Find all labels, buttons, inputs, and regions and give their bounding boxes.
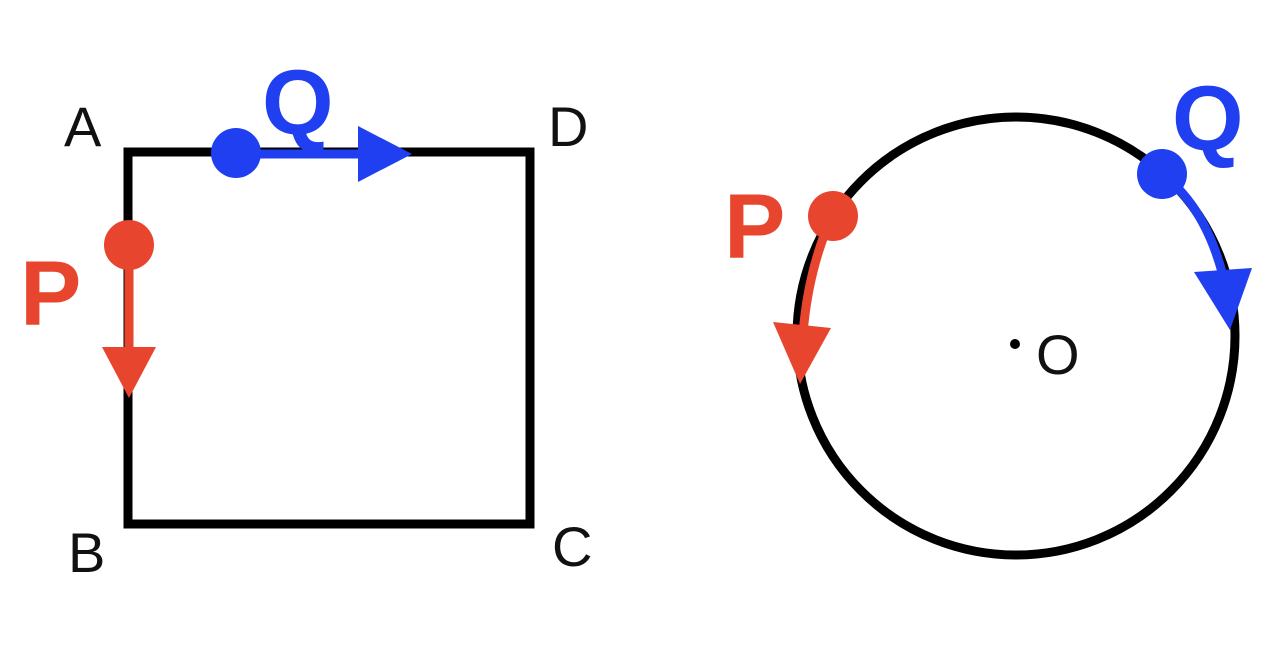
circle-figure: O P Q bbox=[724, 68, 1252, 560]
square-p-arrowhead bbox=[102, 347, 156, 398]
square-shape bbox=[123, 147, 535, 529]
center-dot bbox=[1010, 339, 1020, 349]
square-point-p: P bbox=[20, 220, 156, 398]
square-q-arrowhead bbox=[358, 126, 412, 182]
vertex-label-d: D bbox=[548, 95, 588, 158]
circle-q-dot bbox=[1137, 149, 1187, 199]
square-p-label: P bbox=[20, 243, 81, 345]
square-point-q: Q bbox=[211, 52, 412, 182]
square-q-dot bbox=[211, 128, 261, 178]
circle-p-dot bbox=[808, 191, 858, 241]
vertex-label-b: B bbox=[68, 521, 105, 584]
center-label-o: O bbox=[1036, 323, 1080, 386]
circle-q-arrowhead bbox=[1194, 268, 1252, 330]
square-q-label: Q bbox=[262, 52, 334, 154]
square-p-dot bbox=[104, 220, 154, 270]
circle-p-label: P bbox=[724, 176, 785, 278]
vertex-label-c: C bbox=[552, 515, 592, 578]
circle-point-q: Q bbox=[1137, 68, 1252, 330]
circle-p-arrowhead bbox=[773, 322, 831, 384]
circle-q-label: Q bbox=[1172, 68, 1244, 170]
circle-point-p: P bbox=[724, 176, 858, 384]
vertex-label-a: A bbox=[64, 95, 102, 158]
square-figure: A B C D Q P bbox=[20, 52, 592, 584]
